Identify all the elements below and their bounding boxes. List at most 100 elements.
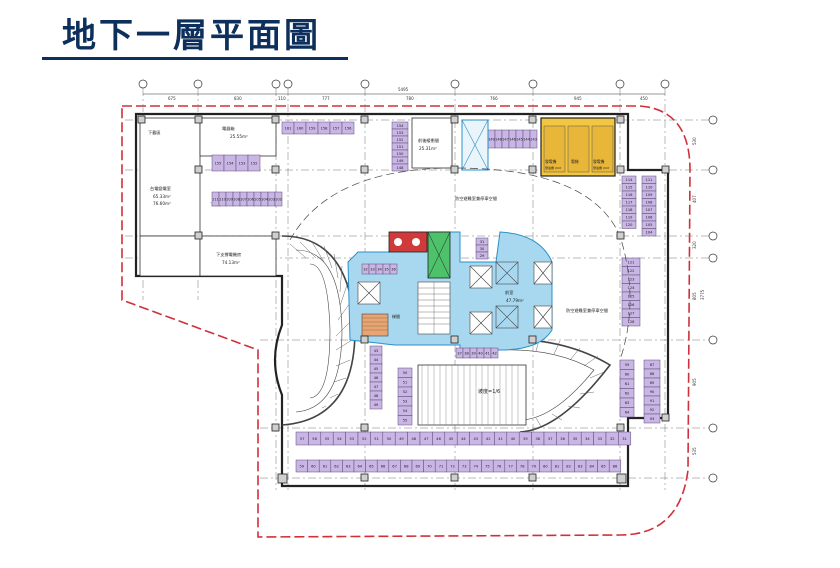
- tank-area: 74.13m²: [222, 260, 240, 265]
- structural-columns: [137, 115, 670, 484]
- stall-number: 108: [233, 197, 241, 201]
- stall-number: 79: [532, 464, 537, 468]
- parking-stall: [621, 317, 641, 327]
- stall-number: 51: [374, 437, 379, 441]
- stall-number: 50: [403, 371, 408, 375]
- stall-number: 50: [387, 437, 392, 441]
- parking-stall: [247, 154, 261, 172]
- stall-number: 75: [485, 464, 490, 468]
- stall-number: 111: [212, 197, 219, 201]
- grid-bubbles-right: [708, 115, 718, 483]
- building-outline: [134, 112, 670, 488]
- parking-stall: [274, 191, 283, 207]
- parking-stall: [529, 129, 538, 149]
- stall-number: 86: [613, 464, 618, 468]
- stall-number: 158: [321, 126, 329, 130]
- equip-sub: 發電機 XXX: [545, 165, 561, 170]
- stall-number: 103: [268, 197, 275, 201]
- stall-number: 43: [374, 349, 379, 353]
- generator-room: 發電機 電梯 發電機 發電機 XXX 發電機 XXX: [540, 117, 616, 177]
- stall-number: 34: [377, 267, 382, 271]
- stall-number: 55: [325, 437, 330, 441]
- stall-number: 107: [240, 197, 247, 201]
- stall-number: 128: [628, 320, 636, 324]
- stall-number: 41: [498, 437, 503, 441]
- parking-stall: [641, 228, 657, 237]
- stall-number: 55: [403, 419, 408, 423]
- pump-area-b: 76.60m²: [153, 201, 171, 206]
- stall-number: 33: [370, 267, 375, 271]
- stall-number: 47: [374, 385, 379, 389]
- upper-room-area: 25.31m²: [419, 146, 437, 151]
- parking-stall: [643, 413, 661, 424]
- stall-number: 148: [397, 166, 405, 170]
- stall-number: 92: [650, 408, 655, 412]
- stall-number: 106: [247, 197, 255, 201]
- stall-number: 153: [397, 131, 404, 135]
- equip-label: 發電機: [593, 159, 605, 164]
- stall-number: 81: [555, 464, 560, 468]
- stall-number: 85: [601, 464, 606, 468]
- stall-number: 39: [523, 437, 528, 441]
- stall-number: 110: [219, 197, 227, 201]
- stall-number: 105: [254, 197, 261, 201]
- right-dim: 407: [692, 195, 697, 203]
- core-office-label: 前室: [505, 289, 513, 296]
- stall-number: 36: [560, 437, 565, 441]
- stall-number: 121: [628, 261, 635, 265]
- overall-dim: 5495: [398, 87, 409, 92]
- stall-number: 35: [573, 437, 578, 441]
- stall-number: 32: [363, 267, 368, 271]
- stall-number: 51: [403, 381, 408, 385]
- central-core: [347, 231, 553, 351]
- stall-number: 42: [492, 351, 497, 355]
- stall-number: 127: [628, 312, 635, 316]
- stall-number: 145: [516, 137, 523, 141]
- stair-label: 梯間: [392, 313, 400, 319]
- stall-number: 152: [397, 138, 404, 142]
- stall-number: 33: [598, 437, 603, 441]
- stall-number: 111: [646, 178, 653, 182]
- stall-number: 52: [362, 437, 367, 441]
- stall-number: 64: [625, 411, 630, 415]
- stall-number: 70: [427, 464, 432, 468]
- stall-number: 61: [323, 464, 328, 468]
- stall-number: 120: [626, 223, 634, 227]
- stall-number: 73: [462, 464, 467, 468]
- parking-stall: [608, 459, 622, 473]
- stall-number: 151: [397, 145, 404, 149]
- site-boundary: [121, 105, 691, 538]
- stall-number: 61: [625, 382, 630, 386]
- parking-stall: [391, 163, 409, 172]
- spiral-ramp-left: [281, 235, 356, 426]
- stall-number: 36: [391, 267, 396, 271]
- stall-number: 80: [543, 464, 548, 468]
- stall-number: 65: [369, 464, 374, 468]
- stall-number: 155: [215, 161, 222, 165]
- grid-bubbles-top: [138, 79, 670, 89]
- stall-number: 106: [646, 216, 654, 220]
- top-dim: 675: [168, 96, 176, 101]
- stall-number: 83: [578, 464, 583, 468]
- right-total: 3775: [700, 289, 705, 300]
- stall-number: 41: [485, 351, 490, 355]
- stall-number: 150: [397, 152, 405, 156]
- stall-number: 104: [646, 231, 654, 235]
- stall-number: 102: [275, 197, 282, 201]
- equip-label: 電梯: [571, 159, 579, 164]
- stall-number: 71: [439, 464, 444, 468]
- stall-number: 77: [508, 464, 513, 468]
- stall-number: 43: [474, 437, 479, 441]
- stall-number: 143: [530, 137, 537, 141]
- title-underline: [42, 57, 348, 60]
